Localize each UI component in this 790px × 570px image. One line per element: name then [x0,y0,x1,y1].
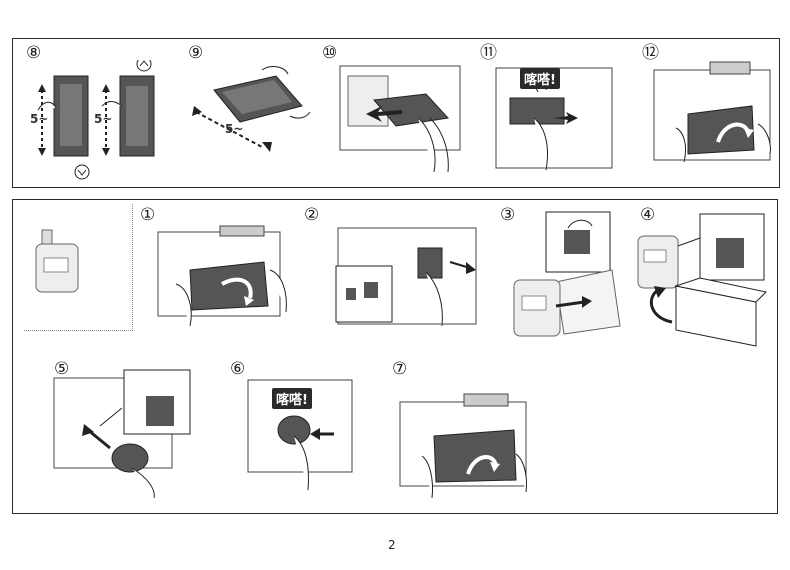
step-number-9: ⑨ [188,44,203,62]
step-9-horizontal-shake-illustration [192,62,322,162]
step-5-insert-waste-box-illustration [52,368,192,498]
step-number-2: ② [304,206,319,224]
step-number-10: ⑩ [322,44,337,62]
waste-toner-box-icon [32,228,82,298]
step-4-pack-in-box-illustration [636,212,776,362]
repeat-count-label-left: 5~ [30,112,48,126]
page-number: 2 [388,538,396,552]
step-10-insert-cartridge-illustration [338,60,468,180]
click-sound-label: 喀嗒! [272,388,312,409]
step-12-close-front-cover-illustration [648,58,778,178]
repeat-count-label: 5~ [225,122,243,136]
step-7-close-front-cover-illustration [396,392,536,502]
step-number-7: ⑦ [392,360,407,378]
step-2-remove-waste-box-illustration [334,222,484,332]
repeat-count-label-right: 5~ [94,112,112,126]
step-number-6: ⑥ [230,360,245,378]
step-3-cap-and-bag-illustration [512,210,622,340]
step-1-open-front-cover-illustration [150,222,300,332]
click-sound-label: 喀嗒! [520,68,560,89]
